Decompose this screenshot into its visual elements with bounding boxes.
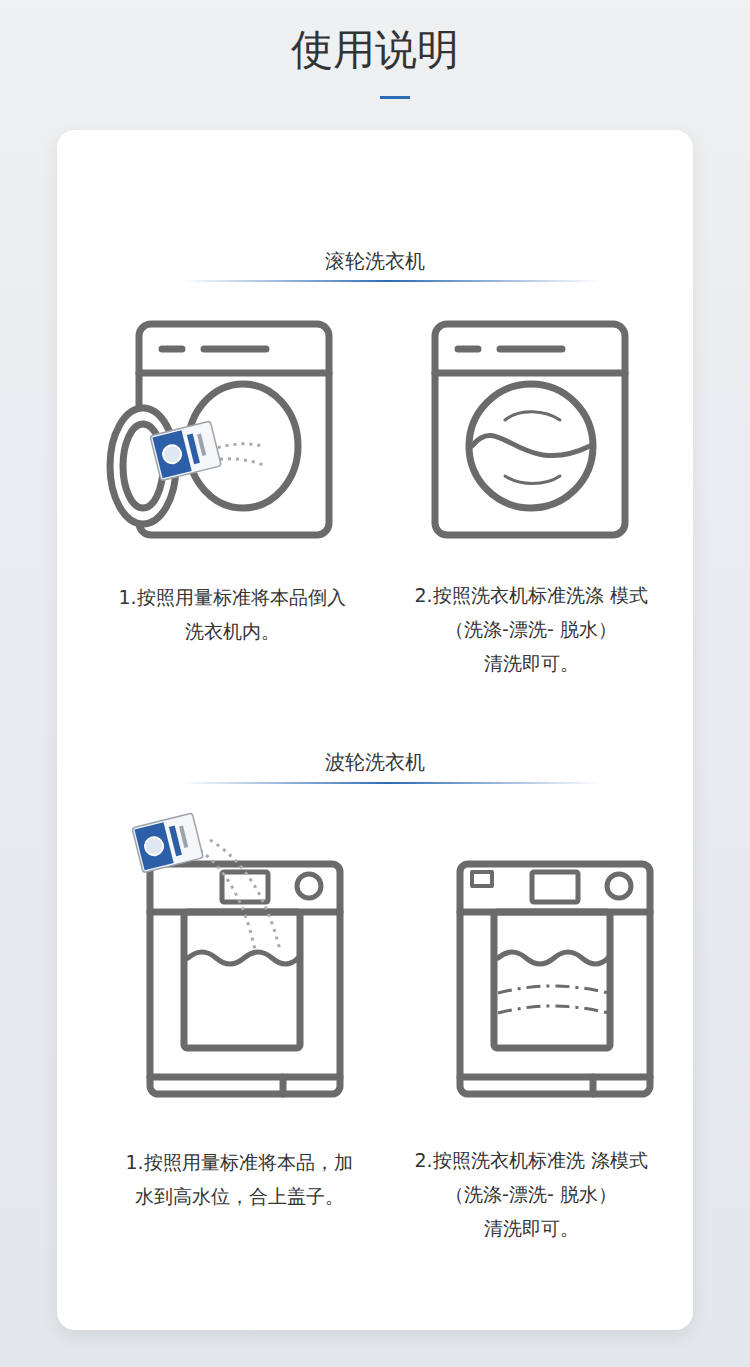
step-caption: 2.按照洗衣机标准洗涤 模式（洗涤-漂洗- 脱水）清洗即可。 [413, 578, 649, 680]
page-title: 使用说明 [175, 22, 575, 78]
section-heading: 滚轮洗衣机 [265, 244, 485, 278]
step-caption: 2.按照洗衣机标准洗 涤模式（洗涤-漂洗- 脱水）清洗即可。 [413, 1143, 649, 1245]
step-caption: 1.按照用量标准将本品，加 水到高水位，合上盖子。 [97, 1145, 381, 1213]
section-heading: 波轮洗衣机 [265, 745, 485, 779]
step-caption: 1.按照用量标准将本品倒入 洗衣机内。 [97, 580, 367, 648]
